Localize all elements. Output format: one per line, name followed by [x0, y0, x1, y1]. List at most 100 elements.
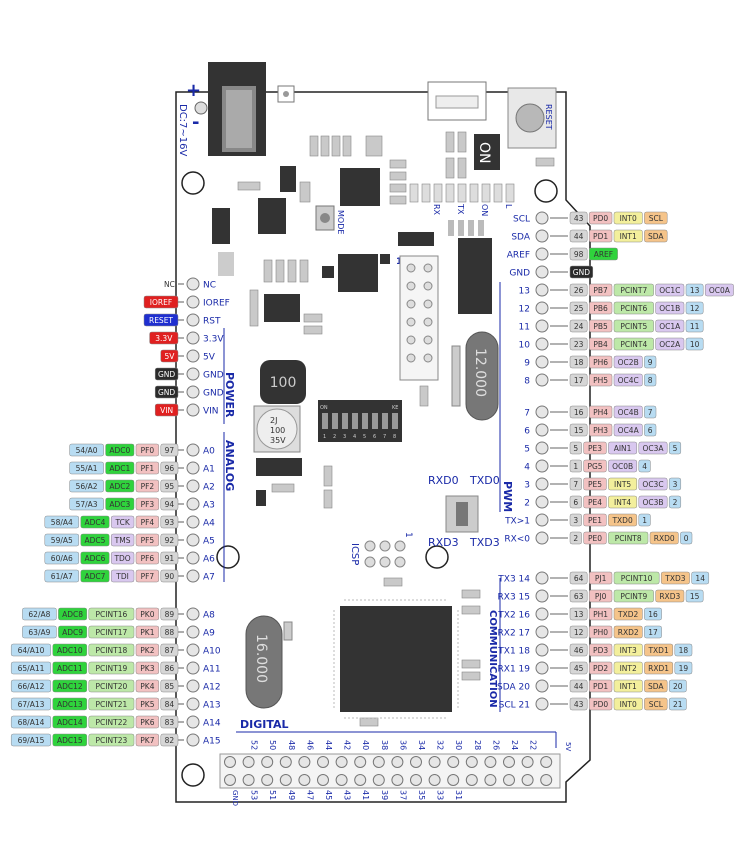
pin-socket[interactable] — [186, 679, 200, 693]
pin-socket[interactable] — [186, 277, 200, 291]
pin-socket[interactable] — [540, 756, 553, 768]
pin-socket[interactable] — [186, 349, 200, 363]
pin-socket[interactable] — [186, 551, 200, 565]
pin-socket[interactable] — [535, 337, 549, 351]
pin-socket[interactable] — [186, 443, 200, 457]
pin-tag: TXD0 — [611, 516, 632, 525]
pin-socket[interactable] — [503, 774, 515, 786]
pin-socket[interactable] — [447, 774, 460, 786]
pin-socket[interactable] — [410, 756, 422, 768]
pin-socket[interactable] — [279, 756, 292, 768]
pin-tag: IOREF — [150, 298, 172, 307]
pin-socket[interactable] — [186, 403, 200, 417]
pin-socket[interactable] — [535, 571, 549, 585]
pin-tag-box — [655, 319, 685, 333]
pin-socket[interactable] — [535, 373, 549, 387]
pin-tag: INT5 — [614, 480, 631, 489]
pin-socket[interactable] — [261, 756, 274, 768]
pin-socket[interactable] — [186, 461, 200, 475]
pin-socket[interactable] — [298, 774, 311, 786]
pin-socket[interactable] — [186, 331, 200, 345]
pin-socket[interactable] — [224, 756, 236, 768]
pin-socket[interactable] — [242, 756, 255, 768]
pin-socket[interactable] — [535, 589, 549, 603]
pin-socket[interactable] — [535, 211, 549, 225]
pin-socket[interactable] — [484, 756, 497, 768]
pin-socket[interactable] — [465, 756, 478, 768]
pin-socket[interactable] — [186, 533, 200, 547]
pin-socket[interactable] — [447, 756, 460, 768]
pin-socket[interactable] — [186, 607, 200, 621]
pin-socket[interactable] — [391, 774, 404, 786]
pin-socket[interactable] — [186, 313, 200, 327]
pin-socket[interactable] — [186, 367, 200, 381]
pin-tag: OC2A — [659, 340, 681, 349]
pin-tag: TXD3 — [664, 574, 685, 583]
pin-socket[interactable] — [535, 607, 549, 621]
pin-socket[interactable] — [535, 423, 549, 437]
pin-socket[interactable] — [372, 756, 385, 768]
pin-socket[interactable] — [335, 756, 348, 768]
pin-socket[interactable] — [186, 625, 200, 639]
pin-socket[interactable] — [186, 569, 200, 583]
pin-socket[interactable] — [186, 497, 200, 511]
pin-socket[interactable] — [186, 515, 200, 529]
pin-socket[interactable] — [372, 774, 385, 786]
pin-socket[interactable] — [261, 774, 274, 786]
pin-socket[interactable] — [224, 774, 236, 786]
pin-socket[interactable] — [535, 355, 549, 369]
pin-socket[interactable] — [535, 531, 549, 545]
pin-socket[interactable] — [279, 774, 292, 786]
pin-socket[interactable] — [465, 774, 478, 786]
pin-socket[interactable] — [428, 774, 441, 786]
pin-socket[interactable] — [535, 625, 549, 639]
pin-tag-box — [588, 661, 613, 675]
pin-socket[interactable] — [186, 733, 200, 747]
pin-socket[interactable] — [535, 229, 549, 243]
pin-socket[interactable] — [186, 385, 200, 399]
inductor-label: 100 — [270, 375, 297, 391]
pin-socket[interactable] — [186, 715, 200, 729]
pin-socket[interactable] — [317, 774, 329, 786]
pin-socket[interactable] — [535, 283, 549, 297]
dip-switch[interactable] — [318, 400, 402, 442]
pin-socket[interactable] — [298, 756, 311, 768]
pin-socket[interactable] — [186, 697, 200, 711]
pin-socket[interactable] — [354, 756, 367, 768]
pin-socket[interactable] — [535, 459, 549, 473]
pin-socket[interactable] — [535, 405, 549, 419]
pin-socket[interactable] — [391, 756, 404, 768]
pin-socket[interactable] — [535, 319, 549, 333]
pin-socket[interactable] — [503, 756, 515, 768]
pin-socket[interactable] — [535, 697, 549, 711]
pin-socket[interactable] — [535, 247, 549, 261]
pin-tag: PCINT4 — [620, 340, 647, 349]
pin-socket[interactable] — [335, 774, 348, 786]
dip-ke-label: KE — [392, 405, 398, 411]
pin-socket[interactable] — [186, 643, 200, 657]
pin-socket[interactable] — [535, 643, 549, 657]
pin-socket[interactable] — [535, 477, 549, 491]
pin-socket[interactable] — [242, 774, 255, 786]
pin-socket[interactable] — [521, 756, 534, 768]
pin-socket[interactable] — [535, 679, 549, 693]
pin-socket[interactable] — [535, 441, 549, 455]
pin-socket[interactable] — [535, 661, 549, 675]
pin-socket[interactable] — [535, 495, 549, 509]
power-switch[interactable] — [474, 134, 500, 170]
pin-socket[interactable] — [428, 756, 441, 768]
pin-socket[interactable] — [484, 774, 497, 786]
pin-socket[interactable] — [535, 513, 549, 527]
pin-socket[interactable] — [354, 774, 367, 786]
pin-socket[interactable] — [535, 301, 549, 315]
pin-socket[interactable] — [186, 295, 200, 309]
pin-socket[interactable] — [186, 661, 200, 675]
pin-socket[interactable] — [540, 774, 553, 786]
pin-tag-box — [588, 679, 613, 693]
pin-socket[interactable] — [186, 479, 200, 493]
pin-socket[interactable] — [317, 756, 329, 768]
pin-socket[interactable] — [410, 774, 422, 786]
pin-socket[interactable] — [535, 265, 549, 279]
pin-socket[interactable] — [521, 774, 534, 786]
